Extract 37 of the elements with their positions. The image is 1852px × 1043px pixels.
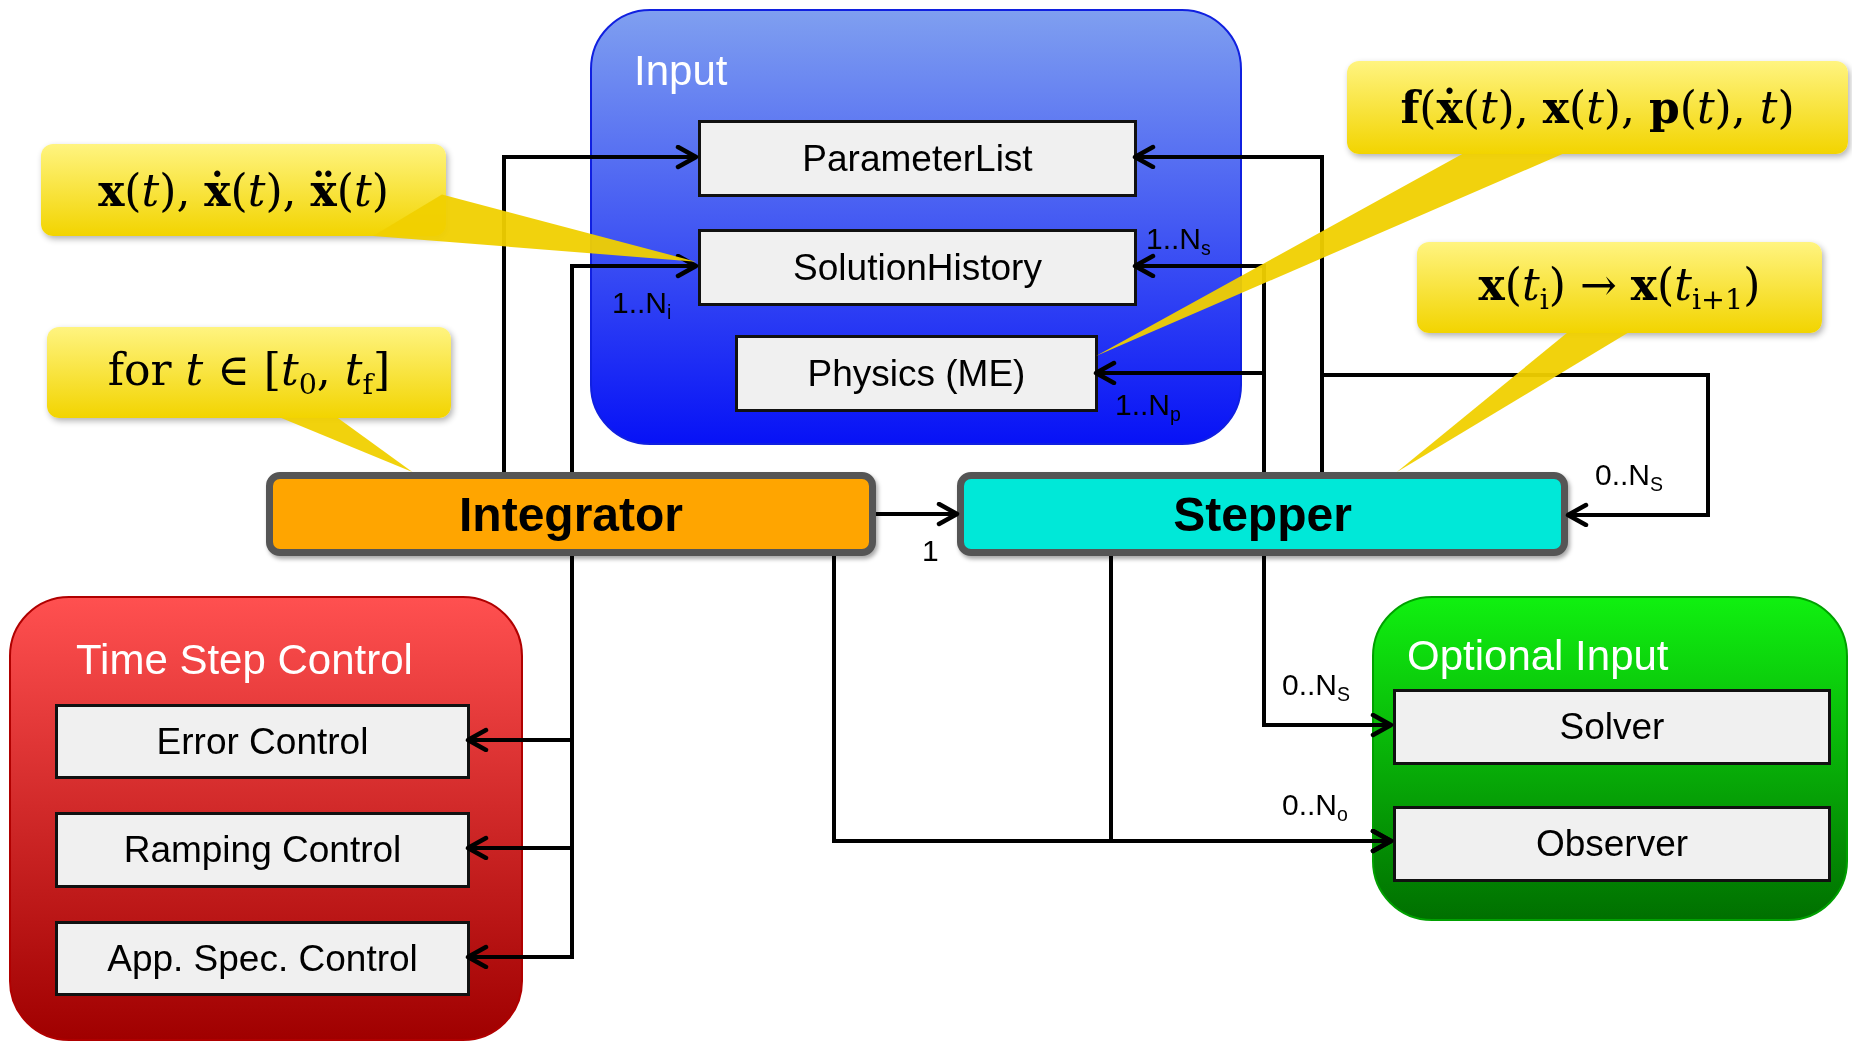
multiplicity-label: 1..N$_{i}$ — [612, 286, 672, 324]
process-box: Integrator — [266, 472, 876, 556]
class-box: Observer — [1393, 806, 1831, 882]
multiplicity-label: 0..N$_{S}$ — [1282, 668, 1351, 706]
process-box: Stepper — [957, 472, 1568, 556]
group-panel — [9, 596, 523, 1041]
callout-pointer — [373, 194, 696, 262]
group-heading: Time Step Control — [76, 636, 413, 684]
arrow — [1320, 373, 1710, 528]
callout-box: for t ∈ [t$_{0}$, t$_{f}$] — [47, 327, 451, 418]
callout-pointer — [281, 418, 413, 472]
arrow — [465, 556, 574, 970]
class-box: ParameterList — [698, 120, 1137, 197]
class-box: Ramping Control — [55, 812, 470, 888]
class-box: Physics (ME) — [735, 335, 1098, 412]
group-panel — [1372, 596, 1848, 921]
class-box: Error Control — [55, 704, 470, 779]
arrow — [570, 253, 699, 472]
arrow — [1262, 556, 1394, 738]
multiplicity-label: 1 — [922, 534, 939, 568]
multiplicity-label: 0..N$_{S}$ — [1595, 458, 1664, 496]
callout-box: x(t), ẋ(t), ẍ(t) — [41, 144, 446, 236]
group-heading: Optional Input — [1407, 632, 1669, 680]
multiplicity-label: 1..N$_{p}$ — [1115, 388, 1181, 426]
class-box: App. Spec. Control — [55, 921, 470, 996]
class-box: SolutionHistory — [698, 229, 1137, 306]
callout-pointer — [1096, 154, 1563, 357]
arrow — [1109, 556, 1394, 854]
class-box: Solver — [1393, 689, 1831, 765]
arrow — [876, 501, 960, 527]
multiplicity-label: 0..N$_{o}$ — [1282, 788, 1348, 826]
group-panel — [590, 9, 1242, 445]
arrow — [502, 144, 699, 472]
callout-box: f(ẋ(t), x(t), p(t), t) — [1347, 61, 1848, 154]
callout-box: x(t$_{i}$) → x(t$_{i+1}$) — [1417, 242, 1822, 333]
group-heading: Input — [634, 47, 728, 95]
multiplicity-label: 1..N$_{s}$ — [1146, 222, 1211, 260]
